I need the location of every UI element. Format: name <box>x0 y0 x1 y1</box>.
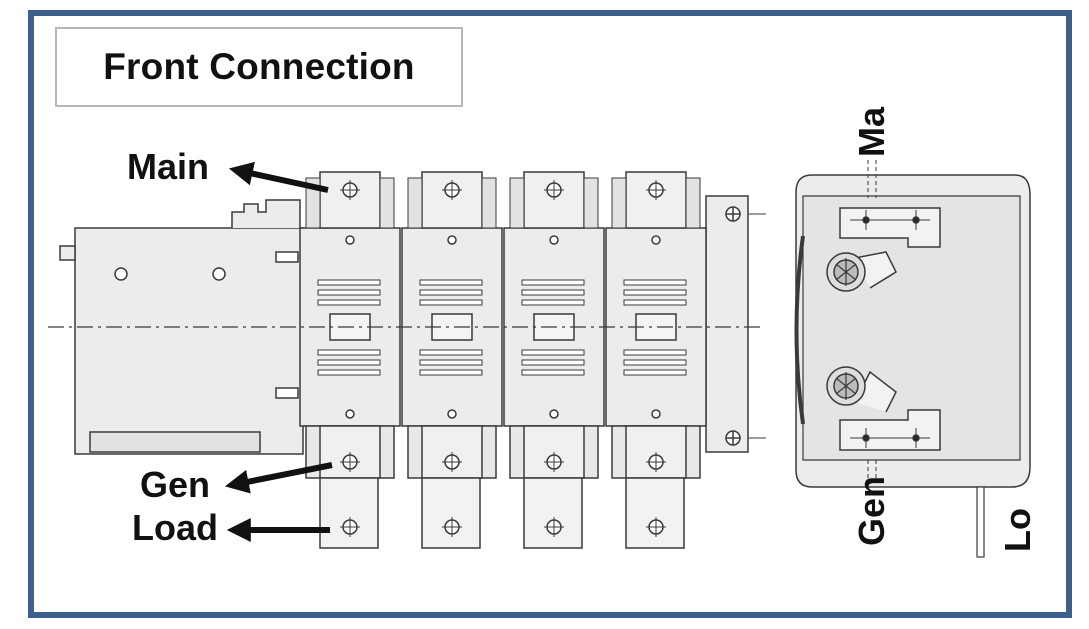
vent-slot <box>623 349 687 356</box>
vent-slot <box>317 279 381 286</box>
screw-icon <box>549 235 559 245</box>
load-bar <box>523 477 583 549</box>
vent-slot <box>623 359 687 366</box>
vent-slot <box>317 289 381 296</box>
top-terminal-shroud <box>583 177 599 229</box>
indicator-window <box>329 313 371 341</box>
top-terminal-shroud <box>379 177 395 229</box>
screw-icon <box>549 409 559 419</box>
vent-slot <box>521 349 585 356</box>
pole-group <box>299 171 707 549</box>
vent-slot <box>623 279 687 286</box>
top-terminal-shroud <box>611 177 627 229</box>
top-terminal-shroud <box>407 177 423 229</box>
gen-arrow-icon <box>224 462 333 494</box>
vent-slot <box>521 369 585 376</box>
vent-slot <box>623 299 687 306</box>
vent-slot <box>317 369 381 376</box>
screw-icon <box>345 235 355 245</box>
main-label: Main <box>127 146 209 187</box>
end-cap <box>705 195 766 453</box>
gen-label: Gen <box>140 464 210 505</box>
vent-slot <box>317 349 381 356</box>
vent-slot <box>419 299 483 306</box>
arrows <box>224 161 333 542</box>
screw-icon <box>651 409 661 419</box>
vent-slot <box>521 299 585 306</box>
vent-slot <box>419 289 483 296</box>
vent-slot <box>623 289 687 296</box>
vent-slot <box>623 369 687 376</box>
load-label: Load <box>132 507 218 548</box>
vent-slot <box>419 349 483 356</box>
screw-icon <box>447 409 457 419</box>
main-arrow-icon <box>228 161 329 193</box>
page-title: Front Connection <box>103 46 415 87</box>
side-view <box>794 160 1031 558</box>
top-terminal-shroud <box>509 177 525 229</box>
vent-slot <box>317 359 381 366</box>
screw-icon <box>651 235 661 245</box>
screw-icon <box>345 409 355 419</box>
vent-slot <box>317 299 381 306</box>
load-bar <box>319 477 379 549</box>
load-bar <box>625 477 685 549</box>
vent-slot <box>521 359 585 366</box>
operator-housing <box>59 199 304 455</box>
top-terminal-shroud <box>685 177 701 229</box>
screw-icon <box>447 235 457 245</box>
vent-slot <box>419 369 483 376</box>
side-main-label: Ma <box>851 106 892 157</box>
side-gen-label: Gen <box>851 476 892 546</box>
title-box: Front Connection <box>55 27 463 107</box>
vent-slot <box>419 279 483 286</box>
vent-slot <box>419 359 483 366</box>
side-load-label: Lo <box>997 508 1038 552</box>
load-bar <box>421 477 481 549</box>
vent-slot <box>521 289 585 296</box>
vent-slot <box>521 279 585 286</box>
top-terminal-shroud <box>481 177 497 229</box>
